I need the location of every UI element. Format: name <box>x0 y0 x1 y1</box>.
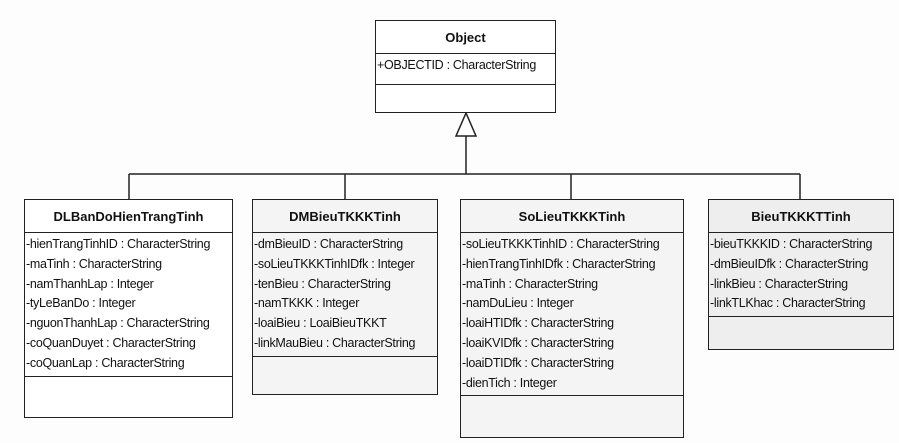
attribute: -namThanhLap : Integer <box>26 276 154 291</box>
class-dlbandohientrangtinh: DLBanDoHienTrangTinh -hienTrangTinhID : … <box>24 199 233 418</box>
attribute: -hienTrangTinhIDfk : CharacterString <box>462 256 656 271</box>
attribute: -dmBieuIDfk : CharacterString <box>710 256 869 271</box>
attribute: -namDuLieu : Integer <box>462 296 574 311</box>
attribute: -linkBieu : CharacterString <box>710 276 848 291</box>
attribute: -linkTLKhac : CharacterString <box>710 296 866 311</box>
attribute-list: -soLieuTKKKTinhID : CharacterString -hie… <box>461 233 683 397</box>
attribute: -tenBieu : CharacterString <box>254 276 391 291</box>
attribute: -coQuanLap : CharacterString <box>26 355 185 370</box>
class-name: BieuTKKKTTinh <box>709 200 893 233</box>
attribute-list: -hienTrangTinhID : CharacterString -maTi… <box>25 233 232 377</box>
attribute: +OBJECTID : CharacterString <box>377 58 536 72</box>
class-solieutkkktinh: SoLieuTKKKTinh -soLieuTKKKTinhID : Chara… <box>460 199 684 438</box>
attribute: -nguonThanhLap : CharacterString <box>26 316 210 331</box>
attribute: -soLieuTKKKTinhID : CharacterString <box>462 237 660 251</box>
attribute: -hienTrangTinhID : CharacterString <box>26 237 211 251</box>
class-object: Object +OBJECTID : CharacterString <box>375 20 556 113</box>
attribute: -loaiBieu : LoaiBieuTKKT <box>254 316 387 331</box>
class-name: Object <box>376 21 555 54</box>
attribute: -maTinh : CharacterString <box>462 276 598 291</box>
attribute: -loaiKVIDfk : CharacterString <box>462 335 614 350</box>
attribute: -soLieuTKKKTinhIDfk : Integer <box>254 256 415 271</box>
attribute: -coQuanDuyet : CharacterString <box>26 335 196 350</box>
attribute: -tyLeBanDo : Integer <box>26 296 136 311</box>
attribute: -maTinh : CharacterString <box>26 256 162 271</box>
class-name: DMBieuTKKKTinh <box>253 200 437 233</box>
attribute-list: -bieuTKKKID : CharacterString -dmBieuIDf… <box>709 233 893 318</box>
attribute: -dienTich : Integer <box>462 375 557 390</box>
attribute: -dmBieuID : CharacterString <box>254 237 403 251</box>
attribute-list: -dmBieuID : CharacterString -soLieuTKKKT… <box>253 233 437 357</box>
class-dmbieutkkktinh: DMBieuTKKKTinh -dmBieuID : CharacterStri… <box>252 199 438 395</box>
attribute-list: +OBJECTID : CharacterString <box>376 54 555 85</box>
attribute: -loaiDTIDfk : CharacterString <box>462 355 614 370</box>
attribute: -bieuTKKKID : CharacterString <box>710 237 873 251</box>
class-name: DLBanDoHienTrangTinh <box>25 200 232 233</box>
attribute: -linkMauBieu : CharacterString <box>254 335 416 350</box>
attribute: -namTKKK : Integer <box>254 296 360 311</box>
class-name: SoLieuTKKKTinh <box>461 200 683 233</box>
class-bieutkkkttinh: BieuTKKKTTinh -bieuTKKKID : CharacterStr… <box>708 199 894 350</box>
attribute: -loaiHTIDfk : CharacterString <box>462 316 614 331</box>
inheritance-triangle-icon <box>454 111 478 137</box>
